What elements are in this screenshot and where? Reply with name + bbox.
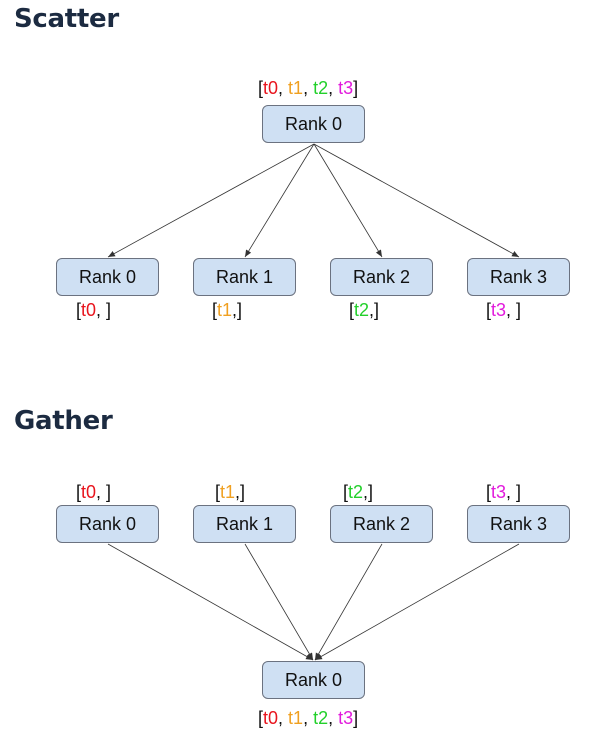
tensor-t3: t3 [491,482,507,502]
tensor-t2: t2 [348,482,364,502]
gather-source-node-rank-2: Rank 2 [330,505,433,543]
gather-source-node-rank-1: Rank 1 [193,505,296,543]
gather-edge-rank-3 [314,543,520,661]
gather-root-tensor-list: [t0, t1, t2, t3] [258,708,359,728]
gather-root-node: Rank 0 [262,661,365,699]
tensor-suffix: , ] [96,482,112,502]
scatter-target-tensor-rank-2: [t2,] [349,300,380,320]
scatter-edge-rank-3 [313,143,520,258]
scatter-root-node: Rank 0 [262,105,365,143]
gather-edge-rank-2 [314,543,383,661]
tensor-suffix: ,] [235,482,246,502]
gather-edge-rank-0 [107,543,314,661]
tensor-suffix: , ] [96,300,112,320]
gather-source-tensor-rank-3: [t3, ] [486,482,522,502]
tensor-t2: t2 [354,300,370,320]
tensor-suffix: ,] [232,300,243,320]
tensor-suffix: ,] [369,300,380,320]
gather-source-tensor-rank-2: [t2,] [343,482,374,502]
scatter-heading: Scatter [14,4,119,34]
scatter-root-tensor-list: [t0, t1, t2, t3] [258,78,359,98]
tensor-t1: t1 [220,482,236,502]
tensor-t1: t1 [288,78,304,98]
tensor-suffix: , ] [506,482,522,502]
scatter-target-tensor-rank-0: [t0, ] [76,300,112,320]
scatter-target-node-rank-3: Rank 3 [467,258,570,296]
scatter-edge-rank-0 [107,143,315,258]
tensor-t0: t0 [263,708,279,728]
tensor-t1: t1 [217,300,233,320]
scatter-target-node-rank-1: Rank 1 [193,258,296,296]
scatter-edge-rank-2 [313,143,383,258]
gather-source-node-rank-0: Rank 0 [56,505,159,543]
tensor-suffix: ,] [363,482,374,502]
tensor-t0: t0 [81,300,97,320]
tensor-t0: t0 [81,482,97,502]
scatter-target-tensor-rank-1: [t1,] [212,300,243,320]
tensor-t3: t3 [338,708,354,728]
tensor-t2: t2 [313,708,329,728]
scatter-edge-rank-1 [244,143,315,258]
tensor-t1: t1 [288,708,304,728]
tensor-t0: t0 [263,78,279,98]
gather-edge-rank-1 [244,543,314,661]
tensor-t3: t3 [491,300,507,320]
gather-source-node-rank-3: Rank 3 [467,505,570,543]
tensor-t3: t3 [338,78,354,98]
scatter-target-node-rank-2: Rank 2 [330,258,433,296]
gather-heading: Gather [14,406,113,436]
tensor-suffix: , ] [506,300,522,320]
tensor-t2: t2 [313,78,329,98]
gather-source-tensor-rank-1: [t1,] [215,482,246,502]
scatter-target-node-rank-0: Rank 0 [56,258,159,296]
gather-source-tensor-rank-0: [t0, ] [76,482,112,502]
scatter-target-tensor-rank-3: [t3, ] [486,300,522,320]
